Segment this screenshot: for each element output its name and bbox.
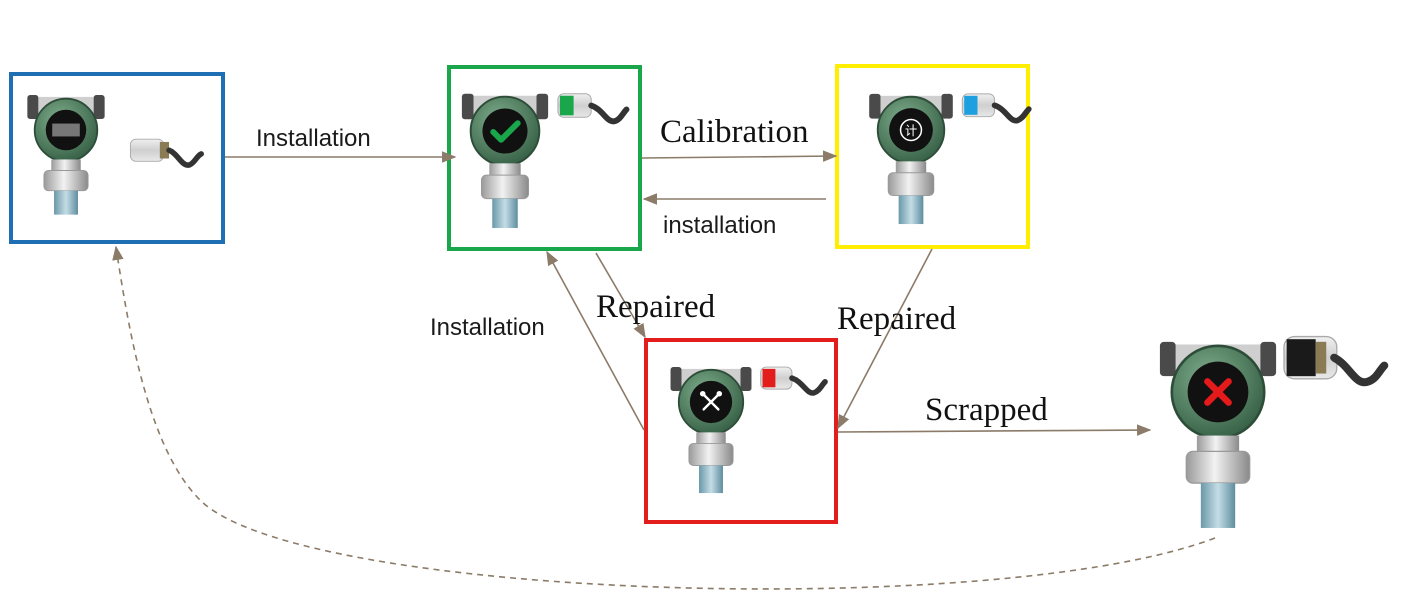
state-box-repair [644,338,838,524]
arrow-scrapped-to-uninstalled [112,245,1216,590]
cross-icon [1204,378,1232,406]
calibration-icon-text: 计 [905,124,917,138]
arrow-repair-to-scrapped [837,424,1152,436]
label-repaired-1: Repaired [596,289,716,325]
scrapped-tag [1286,339,1316,377]
label-calibration: Calibration [660,114,808,150]
transmitter-repair [670,366,828,494]
label-scrapped: Scrapped [925,392,1048,428]
arrow-repair-to-installed [546,250,645,431]
arrow-installed-to-calibration [641,150,838,162]
label-installation-1: Installation [256,125,371,152]
calibration-tag [964,95,978,115]
label-installation-2: installation [663,212,776,239]
calibration-icon: 计 [899,118,923,142]
arrows [112,150,1216,590]
label-installation-3: Installation [430,314,545,341]
transmitter-calibration: 计 [869,93,1032,225]
check-icon [490,120,521,143]
state-box-uninstalled [9,72,225,244]
tools-icon [699,390,723,411]
transmitter-scrapped [1159,335,1389,528]
installed-tag [559,95,574,116]
transmitter-installed [461,93,630,229]
transmitter-uninstalled [27,95,205,215]
arrow-installed-to-repair [595,252,646,339]
repair-tag [762,368,776,388]
label-repaired-2: Repaired [837,301,957,337]
blank-display-icon [52,123,80,137]
arrow-calibration-to-repair [837,248,933,430]
